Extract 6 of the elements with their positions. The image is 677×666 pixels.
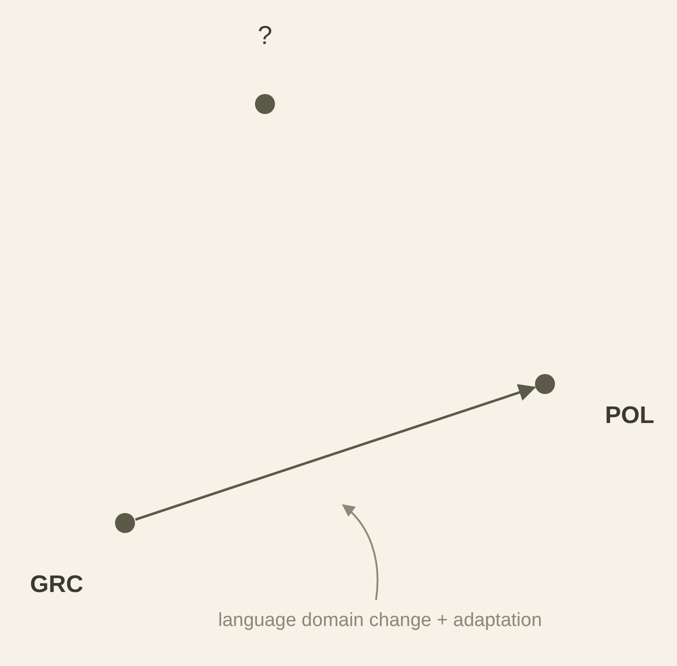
arrow bbox=[135, 384, 536, 521]
point-label: GRC bbox=[30, 571, 84, 599]
point-label: POL bbox=[605, 402, 654, 430]
point-label: ? bbox=[256, 20, 274, 51]
annotation-text: language domain change + adaptation bbox=[217, 610, 543, 632]
leader-line bbox=[342, 504, 378, 600]
